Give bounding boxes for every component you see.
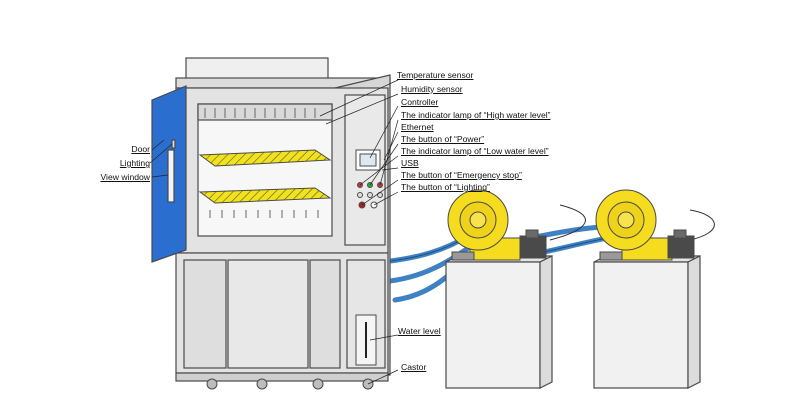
pump-left: [447, 189, 547, 261]
castors: [206, 378, 374, 390]
control-panel: [355, 149, 383, 366]
label-door: Door: [131, 144, 150, 154]
view-window: [167, 149, 175, 203]
water-tank-right: [593, 255, 701, 389]
label-water-level: Water level: [398, 326, 441, 336]
lighting-lamp: [171, 139, 176, 149]
label-high-water-lamp: The indicator lamp of “High water level”: [401, 110, 551, 120]
sample-shelves: [198, 149, 332, 204]
pump-right: [595, 189, 695, 261]
label-controller: Controller: [401, 97, 439, 107]
label-ethernet: Ethernet: [401, 122, 434, 132]
label-humidity-sensor: Humidity sensor: [401, 84, 463, 94]
label-emergency-stop: The button of “Emergency stop”: [401, 170, 522, 180]
water-tank-left: [445, 255, 553, 389]
fan-vents: [204, 108, 319, 218]
power-cables: [549, 204, 715, 241]
door-panel: [151, 85, 187, 263]
label-usb: USB: [401, 158, 419, 168]
label-temperature-sensor: Temperature sensor: [397, 70, 474, 80]
label-view-window: View window: [100, 172, 150, 182]
label-lighting: Lighting: [119, 158, 150, 168]
label-low-water-lamp: The indicator lamp of “Low water level”: [401, 146, 549, 156]
label-power-button: The button of “Power”: [401, 134, 485, 144]
label-castor: Castor: [401, 362, 427, 372]
leader-lines: [149, 79, 399, 385]
label-lighting-button: The button of “Lighting”: [401, 182, 490, 192]
test-chamber: [175, 57, 391, 382]
